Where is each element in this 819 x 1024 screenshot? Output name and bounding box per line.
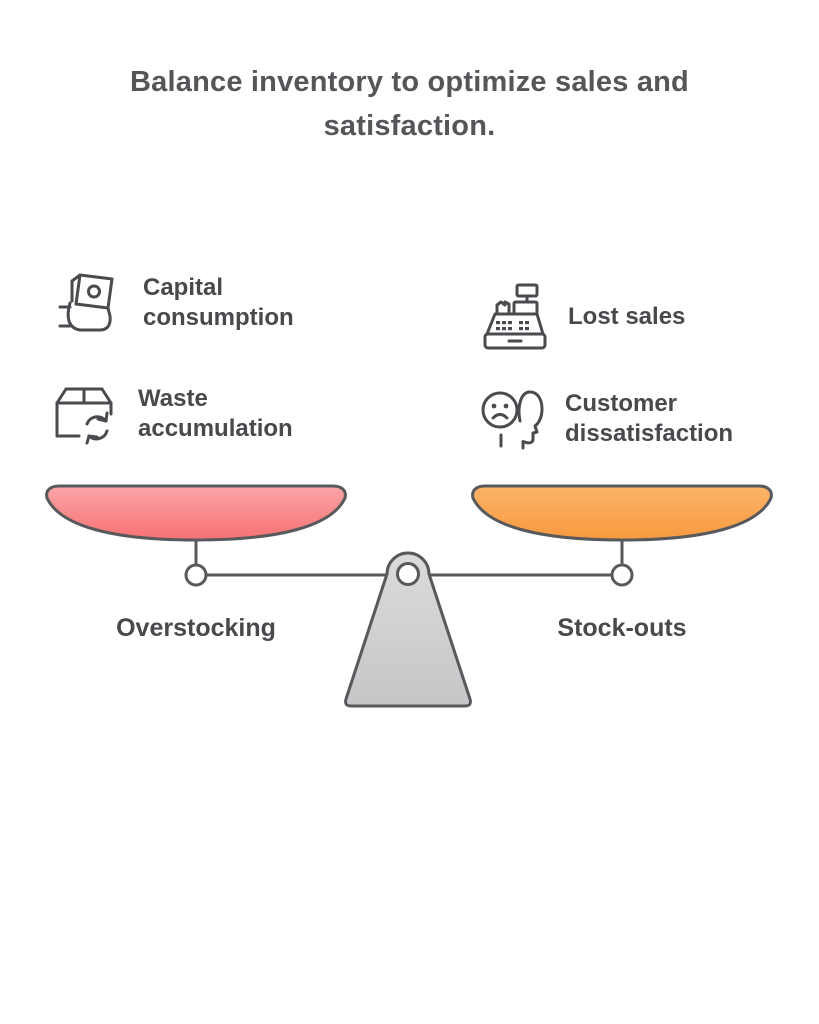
factor-waste-accumulation: Waste accumulation [50, 378, 333, 450]
money-in-hand-icon [55, 268, 125, 338]
left-beam-joint [184, 563, 208, 587]
fulcrum-pivot-hole [396, 562, 420, 586]
cash-register-icon [480, 282, 550, 352]
balance-scale [45, 484, 773, 708]
page-title: Balance inventory to optimize sales and … [130, 66, 689, 142]
box-recycle-icon [50, 378, 120, 450]
right-pan-stockouts [471, 484, 773, 542]
factor-customer-dissatisfaction: Customer dissatisfaction [477, 384, 760, 454]
pan-label-overstocking: Overstocking [116, 614, 276, 642]
factor-label: Waste accumulation [138, 385, 293, 442]
right-beam-joint [610, 563, 634, 587]
factor-label: Lost sales [568, 303, 686, 330]
dissatisfied-customer-icon [477, 384, 547, 454]
factor-label: Capital consumption [143, 274, 294, 331]
factor-capital-consumption: Capital consumption [55, 268, 338, 338]
fulcrum [344, 551, 472, 708]
factor-lost-sales: Lost sales [480, 282, 763, 352]
pan-label-stockouts: Stock-outs [557, 614, 687, 642]
left-pan-overstocking [45, 484, 347, 542]
factor-label: Customer dissatisfaction [565, 390, 734, 447]
